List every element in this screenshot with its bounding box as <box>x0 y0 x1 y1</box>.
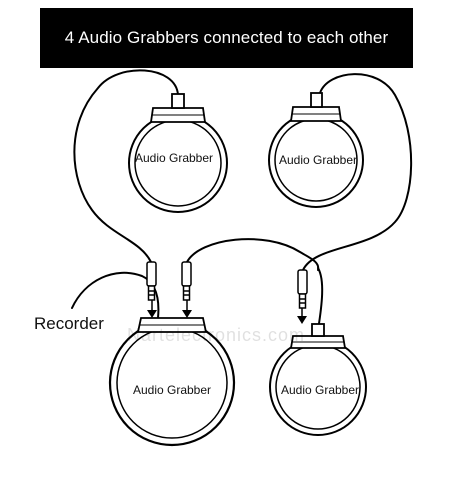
watermark: Nartelectronics.com <box>127 325 305 345</box>
cable-top-right <box>302 73 413 271</box>
audio-grabber-label: Audio Grabber <box>135 151 213 165</box>
audio-grabber-bottom-left: Audio Grabber <box>108 317 236 447</box>
audio-grabber-label: Audio Grabber <box>281 383 359 397</box>
cable-bottom-right <box>317 267 324 331</box>
title-banner: 4 Audio Grabbers connected to each other <box>40 8 413 68</box>
cable-recorder <box>71 271 160 319</box>
recorder-label: Recorder <box>34 314 104 333</box>
jack-plug-right <box>297 269 308 309</box>
jack-plug-left <box>146 261 157 301</box>
arrow-down-icon <box>297 308 307 324</box>
arrow-down-icon <box>147 300 157 318</box>
audio-grabber-bottom-right: Audio Grabber <box>269 323 367 436</box>
arrow-down-icon <box>182 300 192 318</box>
audio-grabber-top-left: Audio Grabber <box>128 93 228 213</box>
banner-title: 4 Audio Grabbers connected to each other <box>64 28 389 47</box>
audio-grabber-top-right: Audio Grabber <box>268 92 364 208</box>
audio-grabber-label: Audio Grabber <box>133 383 211 397</box>
jack-plug-middle <box>181 261 192 301</box>
cable-middle <box>186 238 320 271</box>
cable-top-left <box>73 69 179 263</box>
audio-grabber-label: Audio Grabber <box>279 153 357 167</box>
